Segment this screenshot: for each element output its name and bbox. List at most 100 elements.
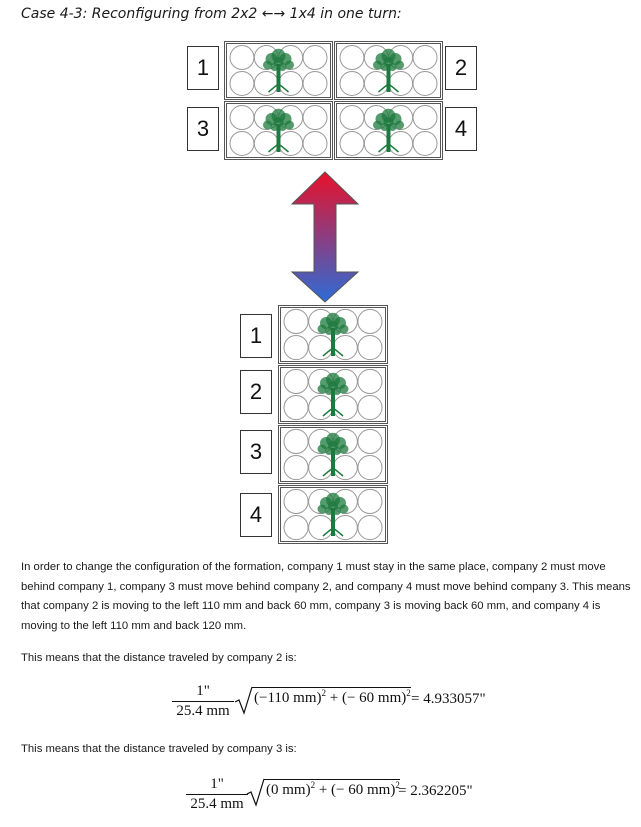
- fraction-bar: [186, 794, 248, 795]
- company-block: [334, 41, 443, 100]
- soldier-circle: [253, 71, 279, 96]
- soldier-circle: [357, 488, 383, 514]
- label-text: 4: [249, 502, 263, 527]
- company-emblem: [283, 428, 383, 481]
- exponent: 2: [310, 780, 316, 790]
- soldier-circle: [308, 455, 334, 481]
- label-company-2-1x4: 2: [240, 370, 272, 414]
- soldier-circle: [302, 131, 328, 156]
- tree-icon: [317, 312, 349, 357]
- company-emblem: [283, 488, 383, 541]
- term-a: (−110 mm): [254, 690, 322, 706]
- label-text: 1: [249, 323, 263, 348]
- intro-paragraph: In order to change the configuration of …: [21, 561, 631, 632]
- soldier-circle: [357, 515, 383, 541]
- soldier-circle: [412, 131, 438, 156]
- fraction-bar: [172, 701, 234, 702]
- exponent: 2: [321, 688, 326, 698]
- tree-icon: [373, 108, 404, 153]
- result: = 4.933057": [411, 691, 486, 707]
- radicand: (−110 mm)2 + (− 60 mm)2: [252, 687, 411, 707]
- label-company-4-1x4: 4: [240, 493, 272, 537]
- soldier-circle: [278, 131, 304, 156]
- tree-icon: [317, 492, 349, 537]
- radicand: (0 mm)2 + (− 60 mm)2: [264, 779, 400, 799]
- company3-lead: This means that the distance traveled by…: [21, 743, 297, 755]
- label-text: 1: [196, 55, 210, 80]
- denominator: 25.4 mm: [190, 796, 244, 812]
- soldier-circle: [412, 105, 438, 130]
- soldier-circle: [302, 71, 328, 96]
- soldier-circle: [357, 335, 383, 361]
- soldier-circle: [253, 131, 279, 156]
- label-text: 3: [196, 116, 210, 141]
- plus-sign: +: [318, 782, 328, 798]
- tree-icon: [317, 372, 349, 417]
- soldier-circle: [363, 71, 389, 96]
- soldier-circle: [412, 71, 438, 96]
- soldier-circle: [332, 335, 358, 361]
- soldier-circle: [363, 131, 389, 156]
- label-company-1-2x2: 1: [187, 46, 219, 90]
- soldier-circle: [283, 515, 309, 541]
- term-b: (− 60 mm): [331, 782, 396, 798]
- label-company-3-2x2: 3: [187, 107, 219, 151]
- sqrt-icon: [234, 686, 253, 715]
- soldier-circle: [278, 71, 304, 96]
- soldier-circle: [339, 105, 365, 130]
- soldier-circle: [229, 71, 255, 96]
- soldier-circle: [332, 515, 358, 541]
- company-emblem: [283, 368, 383, 421]
- soldier-circle: [332, 455, 358, 481]
- exponent: 2: [406, 688, 411, 698]
- soldier-circle: [308, 335, 334, 361]
- result: = 2.362205": [398, 783, 473, 799]
- soldier-circle: [412, 45, 438, 70]
- company-block: [224, 41, 333, 100]
- label-text: 4: [454, 116, 468, 141]
- tree-icon: [373, 48, 404, 93]
- soldier-circle: [357, 428, 383, 454]
- case-heading: Case 4-3: Reconfiguring from 2x2 ←→ 1x4 …: [21, 6, 402, 22]
- company-emblem: [339, 105, 438, 156]
- label-text: 3: [249, 439, 263, 464]
- soldier-circle: [357, 308, 383, 334]
- soldier-circle: [302, 45, 328, 70]
- company2-lead: This means that the distance traveled by…: [21, 652, 297, 664]
- company-emblem: [229, 45, 328, 96]
- fraction: 1" 25.4 mm: [186, 776, 248, 813]
- soldier-circle: [283, 455, 309, 481]
- label-company-3-1x4: 3: [240, 430, 272, 474]
- company-block: [278, 365, 388, 424]
- company-emblem: [339, 45, 438, 96]
- denominator: 25.4 mm: [176, 703, 230, 719]
- exponent: 2: [395, 780, 400, 790]
- soldier-circle: [357, 395, 383, 421]
- label-text: 2: [454, 55, 468, 80]
- soldier-circle: [302, 105, 328, 130]
- company-block: [278, 485, 388, 544]
- company-block: [334, 101, 443, 160]
- soldier-circle: [229, 105, 255, 130]
- soldier-circle: [357, 368, 383, 394]
- soldier-circle: [339, 45, 365, 70]
- label-company-2-2x2: 2: [445, 46, 477, 90]
- soldier-circle: [283, 335, 309, 361]
- company-emblem: [229, 105, 328, 156]
- company-block: [278, 425, 388, 484]
- numerator: 1": [210, 776, 224, 792]
- label-company-1-1x4: 1: [240, 314, 272, 358]
- soldier-circle: [357, 455, 383, 481]
- tree-icon: [263, 108, 294, 153]
- company-emblem: [283, 308, 383, 361]
- tree-icon: [263, 48, 294, 93]
- soldier-circle: [339, 71, 365, 96]
- soldier-circle: [283, 488, 309, 514]
- term-a: (0 mm): [266, 782, 311, 798]
- soldier-circle: [283, 368, 309, 394]
- soldier-circle: [283, 428, 309, 454]
- company-block: [278, 305, 388, 364]
- soldier-circle: [308, 395, 334, 421]
- label-text: 2: [249, 379, 263, 404]
- sqrt-icon: [246, 778, 265, 807]
